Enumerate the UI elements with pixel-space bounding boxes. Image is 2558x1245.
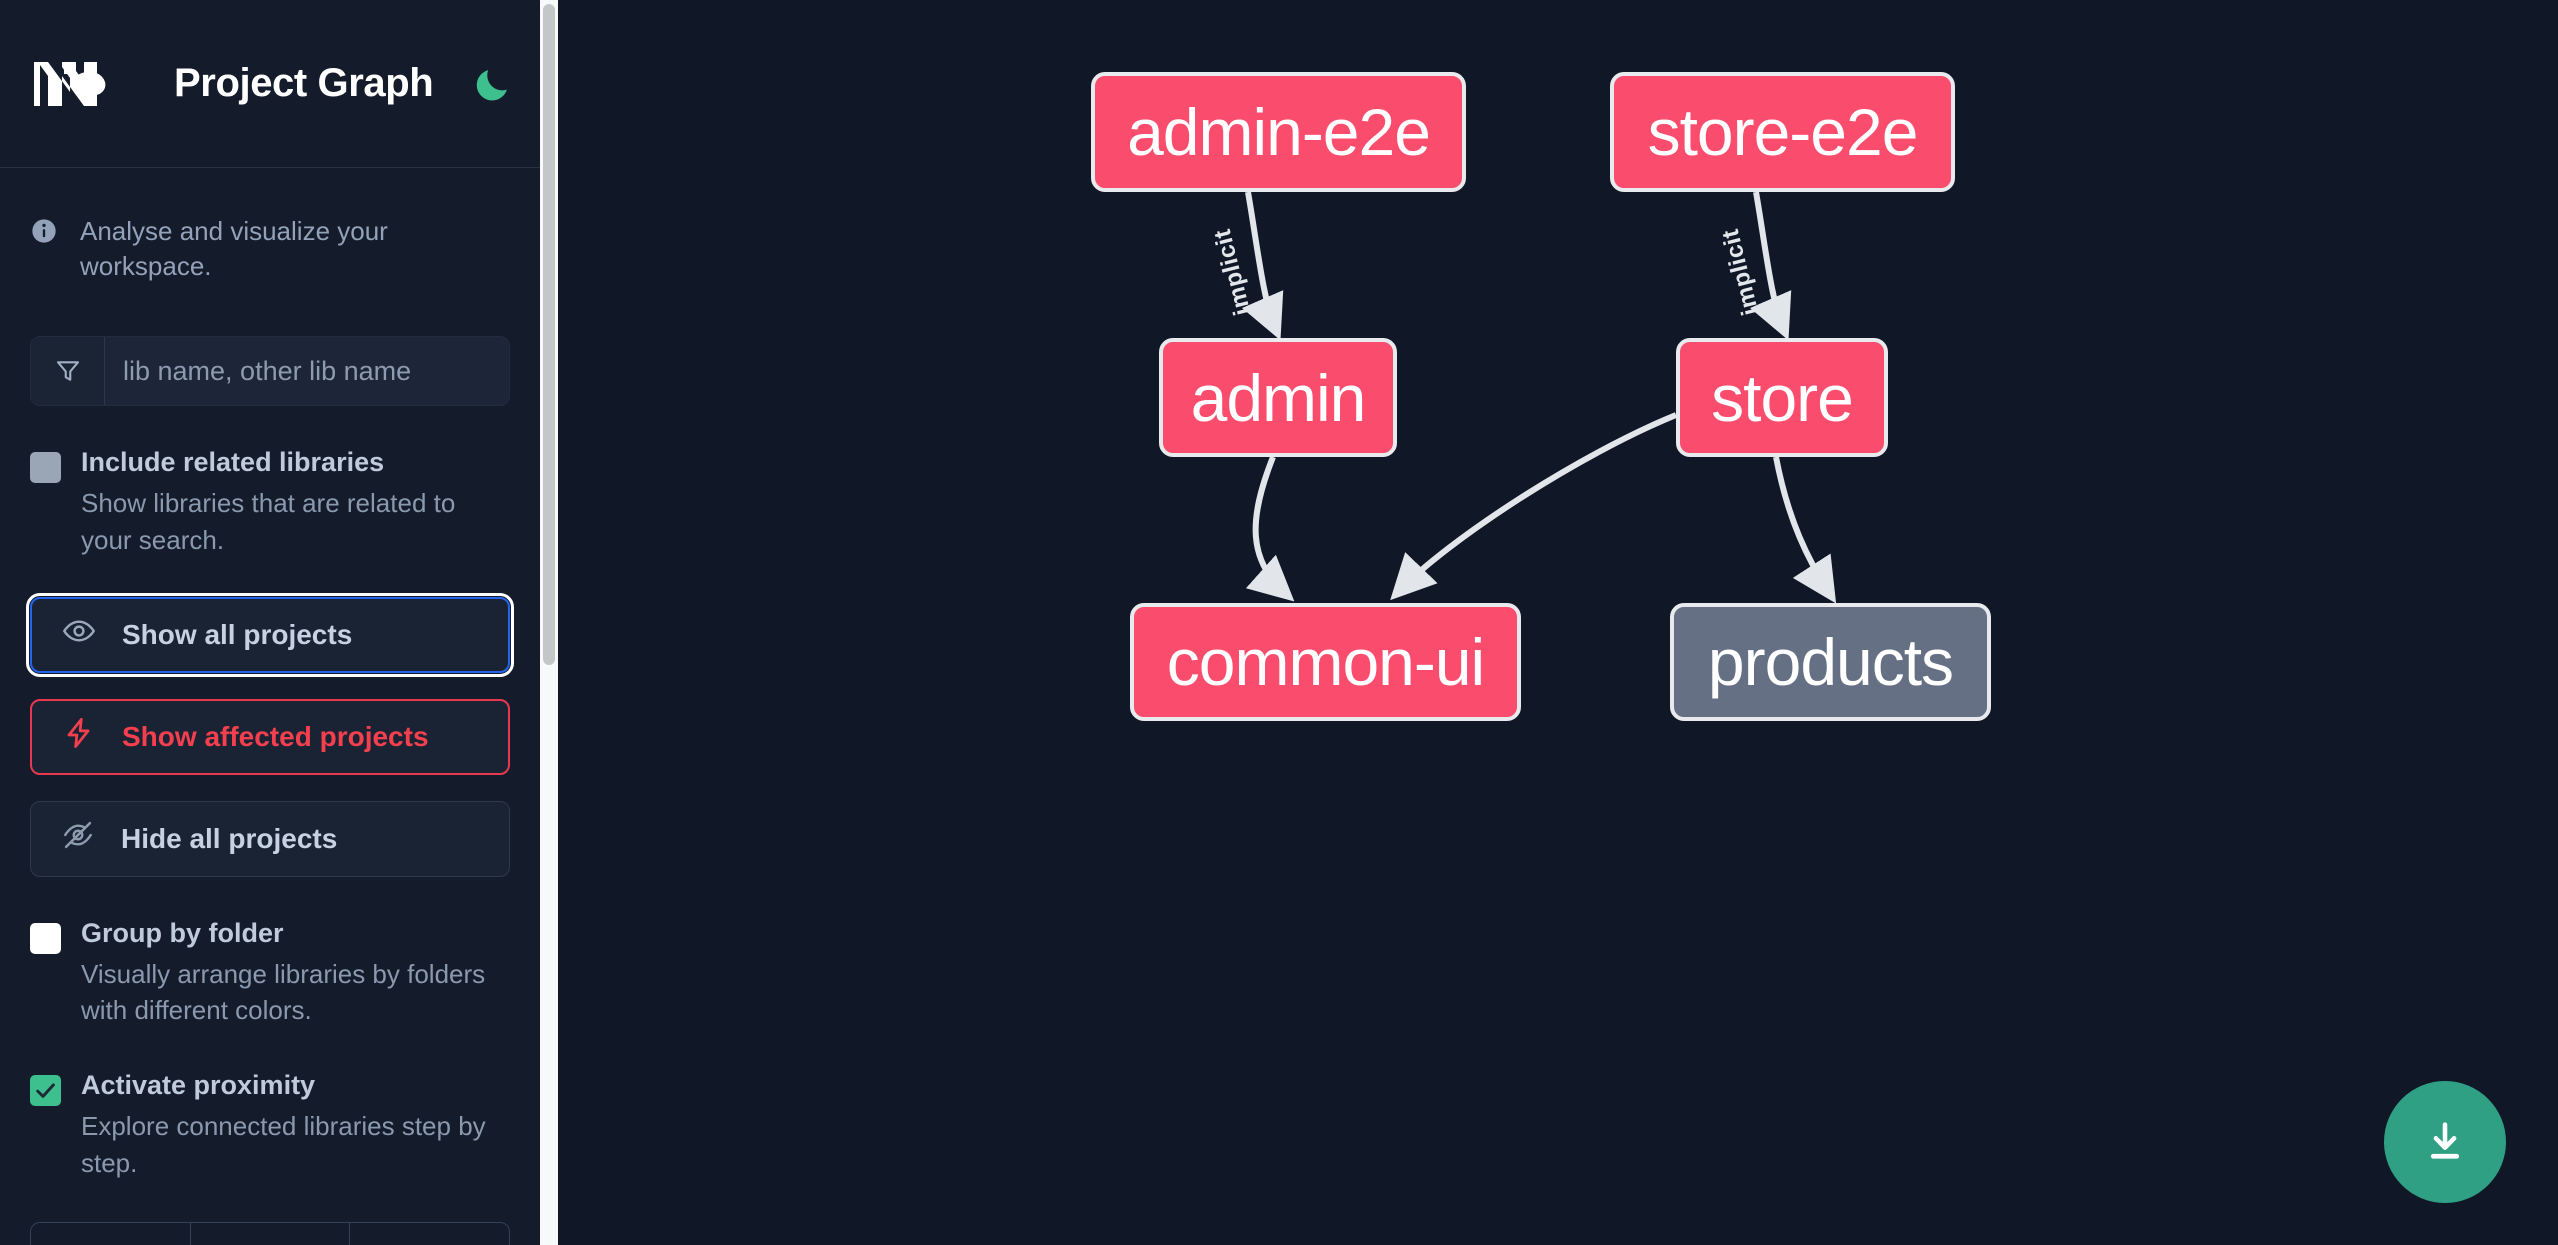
checkbox-label: Activate proximity xyxy=(81,1070,316,1101)
sidebar-scrollbar-track[interactable] xyxy=(540,0,558,1245)
graph-canvas[interactable]: admin-e2e store-e2e admin store common-u… xyxy=(558,0,2558,1245)
eye-icon xyxy=(62,614,96,655)
checkbox-group-by-folder-box[interactable] xyxy=(30,922,61,954)
visibility-button-group: Show all projects Show affected projects xyxy=(0,559,540,877)
download-icon xyxy=(2430,1122,2460,1159)
edge-store-e2e-to-store xyxy=(1749,191,1792,341)
segmented-control-peek xyxy=(0,1182,540,1245)
graph-node-label: admin-e2e xyxy=(1127,95,1431,169)
sidebar-scrollbar-thumb[interactable] xyxy=(543,4,555,665)
check-icon xyxy=(36,1083,55,1099)
graph-node-admin-e2e[interactable]: admin-e2e xyxy=(1091,72,1466,192)
edge-admin-e2e-to-admin xyxy=(1241,191,1284,341)
graph-node-products[interactable]: products xyxy=(1670,603,1991,721)
checkbox-description: Show libraries that are related to your … xyxy=(81,487,456,555)
sidebar-header: Project Graph xyxy=(0,0,540,168)
eye-off-icon xyxy=(61,818,95,859)
checkbox-description: Explore connected libraries step by step… xyxy=(81,1111,486,1178)
checkbox-activate-proximity-box[interactable] xyxy=(30,1075,61,1107)
hide-all-projects-button[interactable]: Hide all projects xyxy=(30,800,510,877)
sidebar: Project Graph Analyse and visualize your… xyxy=(0,0,558,1245)
graph-node-label: admin xyxy=(1190,360,1367,435)
graph-edges xyxy=(1241,191,1837,604)
checkbox-description: Visually arrange libraries by folders wi… xyxy=(81,958,486,1026)
edge-store-to-common-ui xyxy=(1390,412,1678,601)
segmented-control[interactable] xyxy=(30,1221,510,1245)
segment-2[interactable] xyxy=(191,1222,351,1245)
filter-row xyxy=(0,284,540,407)
checkbox-label: Include related libraries xyxy=(81,447,385,478)
segment-1[interactable] xyxy=(31,1222,191,1245)
graph-node-common-ui[interactable]: common-ui xyxy=(1130,603,1521,721)
checkbox-include-related-libraries[interactable]: Include related libraries Show libraries… xyxy=(0,406,540,559)
graph-node-label: products xyxy=(1707,625,1954,699)
show-all-projects-button[interactable]: Show all projects xyxy=(26,592,514,677)
lightning-icon xyxy=(62,716,96,757)
graph-node-admin[interactable]: admin xyxy=(1159,338,1397,457)
edge-admin-to-common-ui xyxy=(1245,455,1295,602)
segment-3[interactable] xyxy=(350,1223,509,1245)
nx-logo-icon xyxy=(30,52,122,116)
graph-node-store-e2e[interactable]: store-e2e xyxy=(1610,72,1955,192)
info-icon xyxy=(30,217,58,250)
show-affected-projects-label: Show affected projects xyxy=(122,720,429,752)
checkbox-include-related-libraries-box[interactable] xyxy=(30,452,61,484)
graph-node-label: store xyxy=(1711,360,1854,435)
blurb-text: Analyse and visualize your workspace. xyxy=(80,216,388,282)
hide-all-projects-label: Hide all projects xyxy=(121,822,338,854)
funnel-icon xyxy=(31,337,105,406)
page-title: Project Graph xyxy=(174,61,434,105)
graph-node-label: store-e2e xyxy=(1647,95,1919,169)
graph-node-label: common-ui xyxy=(1166,625,1485,699)
checkbox-activate-proximity[interactable]: Activate proximity Explore connected lib… xyxy=(0,1029,540,1182)
checkbox-group-by-folder[interactable]: Group by folder Visually arrange librari… xyxy=(0,877,540,1030)
show-affected-projects-button[interactable]: Show affected projects xyxy=(30,698,510,775)
search-box[interactable] xyxy=(30,336,510,407)
checkbox-label: Group by folder xyxy=(81,917,284,948)
show-all-projects-label: Show all projects xyxy=(122,618,353,650)
workspace-blurb: Analyse and visualize your workspace. xyxy=(0,168,540,284)
search-input[interactable] xyxy=(105,337,509,406)
download-image-button[interactable] xyxy=(2384,1081,2506,1203)
moon-icon[interactable] xyxy=(469,61,515,107)
graph-node-store[interactable]: store xyxy=(1676,338,1888,457)
edge-store-to-products xyxy=(1773,456,1837,604)
